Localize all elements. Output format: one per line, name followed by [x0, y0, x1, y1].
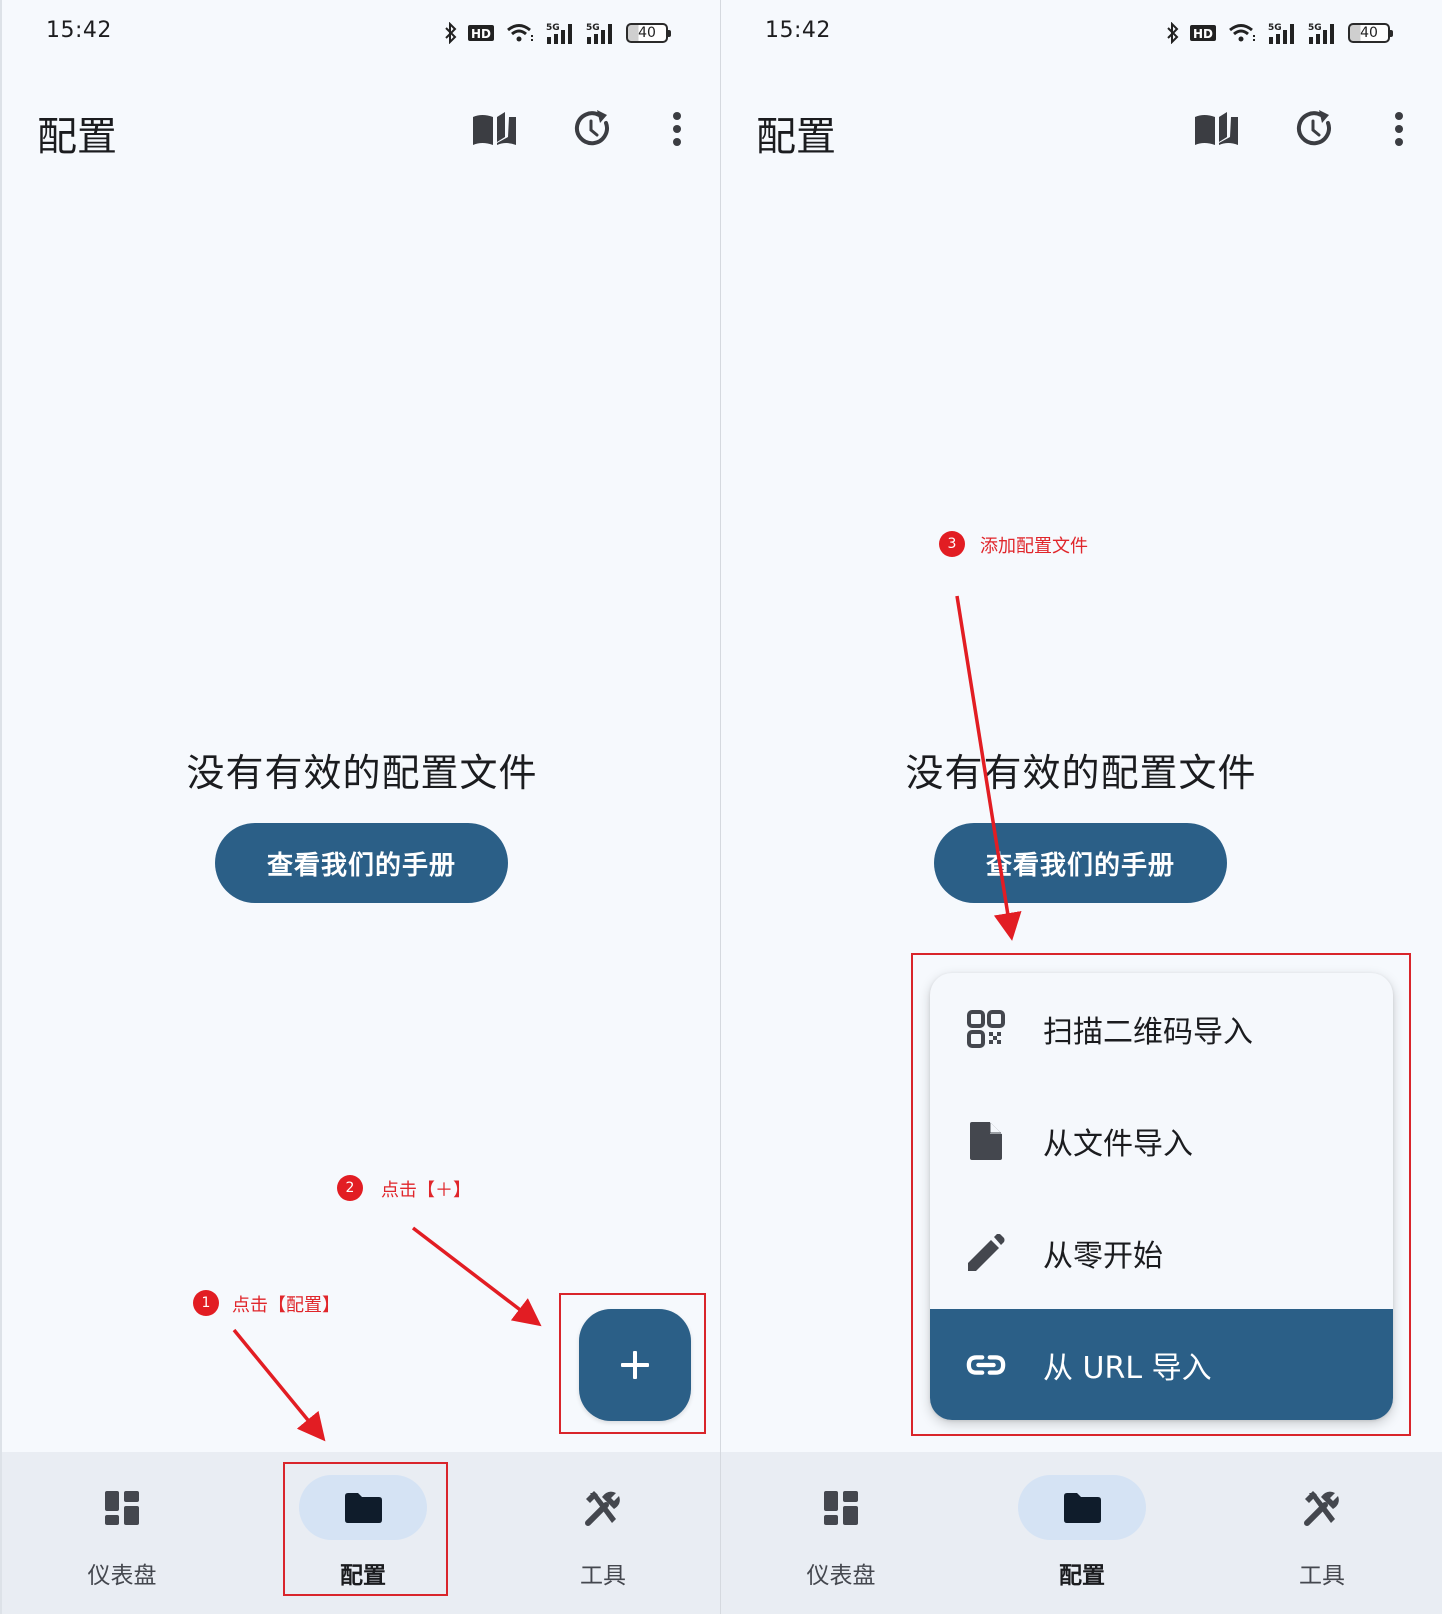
highlight-box-nav-profiles — [283, 1462, 448, 1596]
status-icons: HD 5G 5G 40 — [1166, 20, 1393, 46]
nav-label: 仪表盘 — [806, 1563, 876, 1589]
bluetooth-icon — [445, 22, 457, 44]
empty-state-title: 没有有效的配置文件 — [905, 751, 1257, 795]
view-manual-button[interactable]: 查看我们的手册 — [934, 823, 1227, 903]
wifi-icon — [507, 24, 533, 42]
nav-pill-active — [299, 1475, 427, 1540]
menu-item-import-url[interactable]: 从 URL 导入 — [930, 1309, 1393, 1420]
nav-label: 配置 — [1059, 1563, 1105, 1589]
nav-label: 仪表盘 — [87, 1563, 157, 1589]
svg-text:5G: 5G — [546, 23, 560, 33]
step-label-1: 点击【配置】 — [232, 1295, 340, 1316]
add-profile-fab[interactable] — [579, 1309, 691, 1421]
5g-signal-icon: 5G — [1308, 23, 1334, 44]
status-bar: 15:42 HD 5G 5G 40 — [721, 0, 1442, 66]
nav-pill — [539, 1475, 667, 1540]
highlight-box-fab — [559, 1293, 706, 1434]
menu-item-label: 从文件导入 — [1043, 1127, 1193, 1162]
menu-item-label: 从 URL 导入 — [1043, 1351, 1212, 1386]
folder-icon — [1064, 1492, 1101, 1523]
5g-signal-icon: 5G — [1268, 23, 1294, 44]
battery-indicator: 40 — [1348, 23, 1393, 43]
svg-text:5G: 5G — [1268, 23, 1282, 33]
nav-item-tools[interactable]: 工具 — [513, 1452, 693, 1614]
svg-text:5G: 5G — [586, 23, 600, 33]
5g-signal-icon: 5G — [546, 23, 572, 44]
history-button[interactable] — [568, 104, 618, 154]
5g-signal-icon: 5G — [586, 23, 612, 44]
battery-indicator: 40 — [626, 23, 671, 43]
status-icons: HD 5G 5G 40 — [444, 20, 671, 46]
history-icon — [574, 110, 609, 146]
nav-label: 工具 — [1299, 1563, 1345, 1589]
book-icon — [1195, 112, 1238, 145]
more-vert-icon — [1395, 112, 1403, 146]
svg-text:HD: HD — [471, 27, 491, 41]
nav-pill — [1258, 1475, 1386, 1540]
nav-item-profiles[interactable]: 配置 — [273, 1452, 453, 1614]
nav-pill — [777, 1475, 905, 1540]
manual-book-button[interactable] — [1192, 104, 1242, 154]
nav-item-dashboard[interactable]: 仪表盘 — [32, 1452, 212, 1614]
more-options-button[interactable] — [1374, 104, 1424, 154]
view-manual-button[interactable]: 查看我们的手册 — [215, 823, 508, 903]
tools-icon — [1304, 1490, 1339, 1526]
book-icon — [473, 112, 516, 145]
dashboard-icon — [105, 1490, 139, 1525]
menu-item-label: 扫描二维码导入 — [1043, 1015, 1253, 1050]
menu-item-label: 从零开始 — [1043, 1239, 1163, 1274]
hd-voice-icon: HD — [468, 25, 494, 41]
svg-text:5G: 5G — [1308, 23, 1322, 33]
hd-voice-icon: HD — [1190, 25, 1216, 41]
page-title: 配置 — [756, 114, 836, 160]
history-button[interactable] — [1290, 104, 1340, 154]
history-icon — [1296, 110, 1331, 146]
file-icon — [966, 1121, 1006, 1161]
status-time: 15:42 — [46, 18, 112, 43]
more-options-button[interactable] — [652, 104, 702, 154]
add-profile-menu: 扫描二维码导入 从文件导入 从零开始 从 URL 导入 — [930, 973, 1393, 1420]
status-time: 15:42 — [765, 18, 831, 43]
pencil-icon — [966, 1233, 1006, 1273]
step-badge-1: 1 — [193, 1290, 219, 1316]
bluetooth-icon — [1167, 22, 1179, 44]
nav-item-profiles[interactable]: 配置 — [992, 1452, 1172, 1614]
bottom-navigation: 仪表盘 配置 工具 — [2, 1452, 720, 1614]
step-label-2: 点击【＋】 — [381, 1180, 471, 1201]
folder-icon — [345, 1492, 382, 1523]
nav-item-tools[interactable]: 工具 — [1232, 1452, 1412, 1614]
wifi-icon — [1229, 24, 1255, 42]
menu-item-from-scratch[interactable]: 从零开始 — [930, 1197, 1393, 1309]
link-icon — [966, 1345, 1006, 1385]
empty-state-title: 没有有效的配置文件 — [186, 751, 538, 795]
step-badge-2: 2 — [337, 1175, 363, 1201]
nav-label: 工具 — [580, 1563, 626, 1589]
nav-item-dashboard[interactable]: 仪表盘 — [751, 1452, 931, 1614]
screen-left: 15:42 HD 5G 5G 40 配置 没有有效的配置文件 查看我们的手册 — [0, 0, 720, 1614]
nav-pill — [58, 1475, 186, 1540]
plus-icon — [621, 1351, 649, 1379]
status-bar: 15:42 HD 5G 5G 40 — [2, 0, 720, 66]
dashboard-icon — [824, 1490, 858, 1525]
menu-item-import-file[interactable]: 从文件导入 — [930, 1085, 1393, 1197]
qr-code-icon — [966, 1009, 1006, 1049]
tools-icon — [585, 1490, 620, 1526]
highlight-box-menu — [911, 953, 1411, 1436]
more-vert-icon — [673, 112, 681, 146]
menu-item-scan-qr[interactable]: 扫描二维码导入 — [930, 973, 1393, 1085]
bottom-navigation: 仪表盘 配置 工具 — [721, 1452, 1442, 1614]
page-title: 配置 — [37, 114, 117, 160]
step-label-3: 添加配置文件 — [980, 536, 1088, 557]
nav-pill-active — [1018, 1475, 1146, 1540]
nav-label: 配置 — [340, 1563, 386, 1589]
svg-text:HD: HD — [1193, 27, 1213, 41]
manual-book-button[interactable] — [470, 104, 520, 154]
step-badge-3: 3 — [939, 531, 965, 557]
